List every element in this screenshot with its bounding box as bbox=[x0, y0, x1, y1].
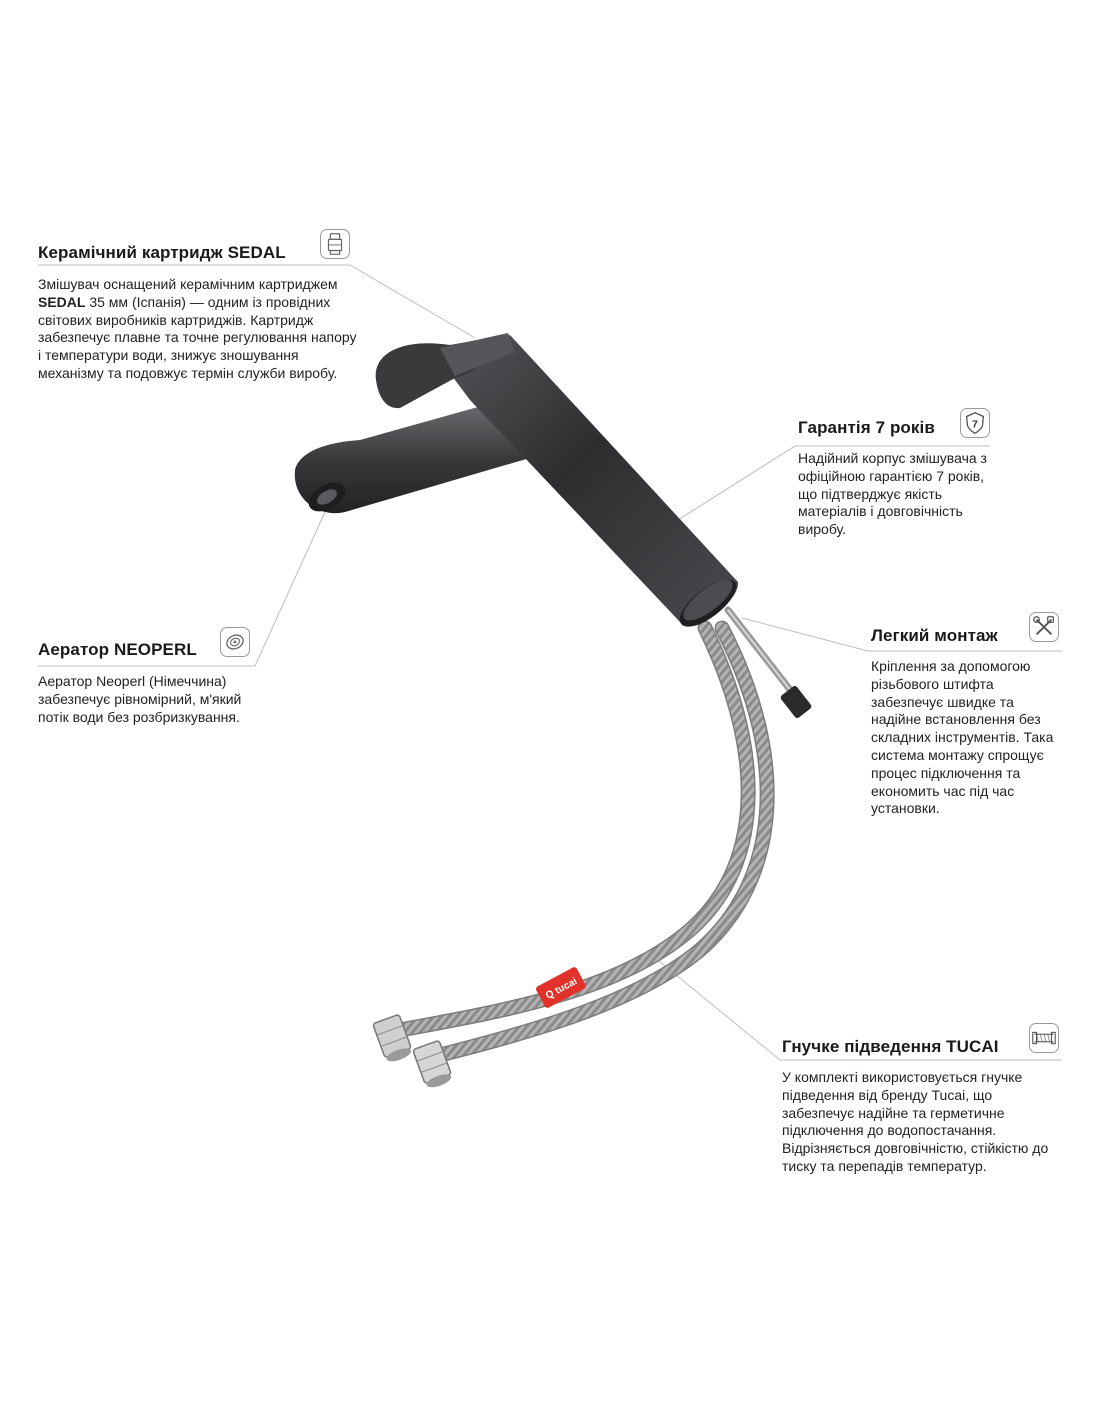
shield-7-icon: 7 bbox=[960, 408, 990, 438]
leader-aerator bbox=[38, 511, 326, 667]
leader-hose bbox=[647, 951, 1062, 1061]
callout-hose: Гнучке підведення TUCAI bbox=[782, 1037, 999, 1057]
callout-cartridge-body: Змішувач оснащений керамічним картриджем… bbox=[38, 276, 358, 383]
leader-mounting bbox=[741, 617, 1062, 652]
callout-aerator-body: Аератор Neoperl (Німеччина) забезпечує р… bbox=[38, 673, 242, 725]
callout-aerator: Аератор NEOPERL bbox=[38, 640, 197, 660]
cartridge-body-strong: SEDAL bbox=[38, 293, 86, 310]
tools-icon bbox=[1029, 612, 1059, 642]
cartridge-icon bbox=[320, 229, 350, 259]
hose-icon bbox=[1029, 1023, 1059, 1053]
shield-7-number: 7 bbox=[972, 420, 978, 431]
cartridge-title: Керамічний картридж SEDAL bbox=[38, 243, 286, 262]
leader-warranty bbox=[669, 445, 990, 526]
callout-warranty-body: Надійний корпус змішувача з офіційною га… bbox=[798, 450, 987, 538]
threaded-rod bbox=[724, 606, 812, 718]
warranty-title: Гарантія 7 років bbox=[798, 418, 935, 437]
leader-lines bbox=[38, 264, 1062, 1061]
aerator-title: Аератор NEOPERL bbox=[38, 640, 197, 659]
callout-cartridge: Керамічний картридж SEDAL bbox=[38, 243, 358, 263]
mounting-title: Легкий монтаж bbox=[871, 626, 998, 645]
hose-title: Гнучке підведення TUCAI bbox=[782, 1037, 999, 1056]
faucet-body bbox=[294, 333, 739, 627]
callout-hose-body: У комплекті використовується гнучке підв… bbox=[782, 1069, 1049, 1174]
callout-warranty: Гарантія 7 років bbox=[798, 418, 935, 438]
leader-cartridge bbox=[38, 264, 476, 339]
callout-mounting-body: Кріплення за допомогою різьбового штифта… bbox=[871, 658, 1054, 817]
cartridge-body-post: 35 мм (Іспанія) — одним із провідних сві… bbox=[38, 293, 357, 381]
callout-mounting: Легкий монтаж bbox=[871, 626, 998, 646]
cartridge-body-pre: Змішувач оснащений керамічним картриджем bbox=[38, 276, 338, 292]
aerator-icon bbox=[220, 627, 250, 657]
flexible-hoses: Q tucai bbox=[372, 620, 775, 1088]
